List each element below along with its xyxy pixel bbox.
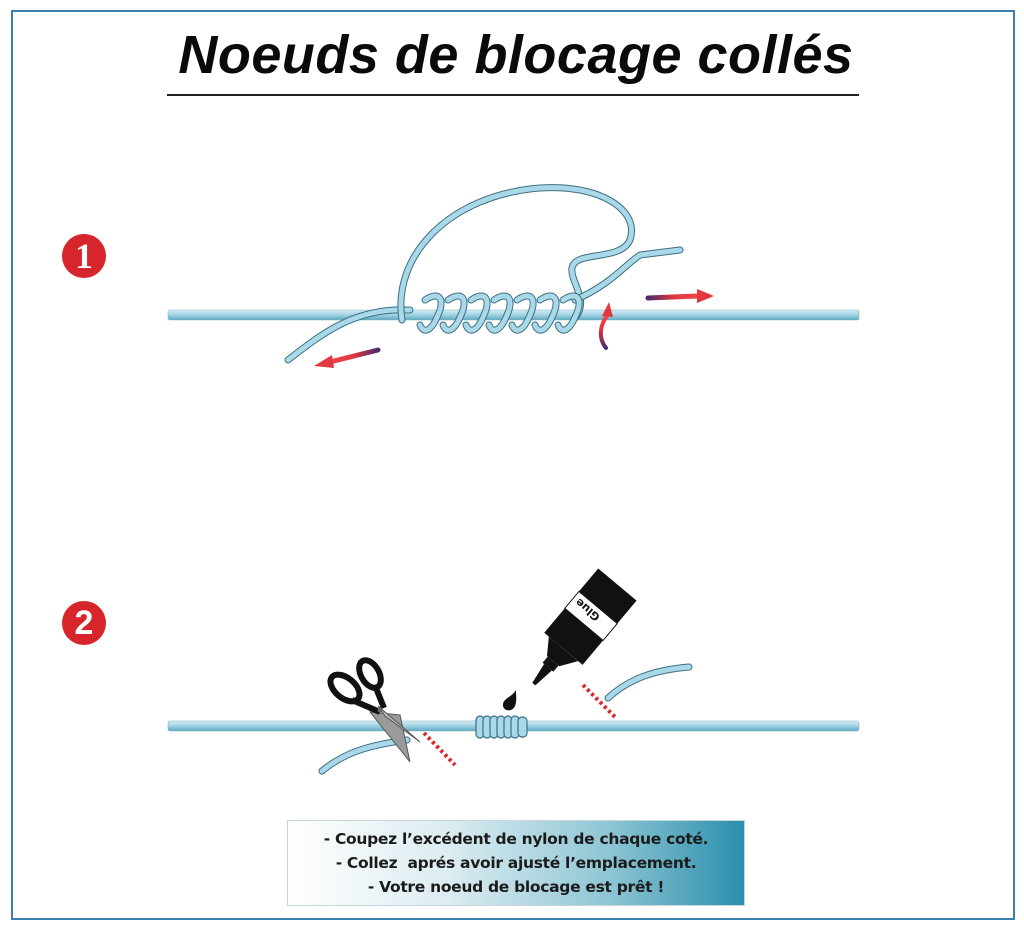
instructions-caption: - Coupez l’excédent de nylon de chaque c… xyxy=(287,820,745,906)
main-line-step-1 xyxy=(167,309,860,321)
step-2-number: 2 xyxy=(74,604,94,642)
glue-drop-icon xyxy=(502,690,517,711)
cut-tag-end-left xyxy=(318,736,411,775)
caption-line-1: - Coupez l’excédent de nylon de chaque c… xyxy=(323,830,709,848)
step-1-number: 1 xyxy=(75,236,93,276)
step-2-badge: 2 xyxy=(62,601,106,645)
cut-tag-end-right xyxy=(604,663,693,702)
caption-line-2: - Collez aprés avoir ajusté l’emplacemen… xyxy=(335,854,697,872)
pull-left-arrow-icon xyxy=(314,347,381,368)
rotate-up-arrow-icon xyxy=(598,302,613,350)
caption-line-3: - Votre noeud de blocage est prêt ! xyxy=(367,878,665,896)
page-frame xyxy=(11,10,1015,920)
finished-knot xyxy=(475,715,528,739)
cut-mark-left xyxy=(422,731,457,767)
pull-right-arrow-icon xyxy=(645,289,714,303)
step-1-badge: 1 xyxy=(62,234,106,278)
title-underline xyxy=(167,94,859,96)
cut-mark-right xyxy=(581,683,617,719)
knot-loop xyxy=(284,184,684,364)
knot-coils xyxy=(416,292,583,334)
page-title: Noeuds de blocage collés xyxy=(178,25,854,85)
glue-tube-icon xyxy=(532,568,637,686)
scissors-icon xyxy=(327,657,421,763)
